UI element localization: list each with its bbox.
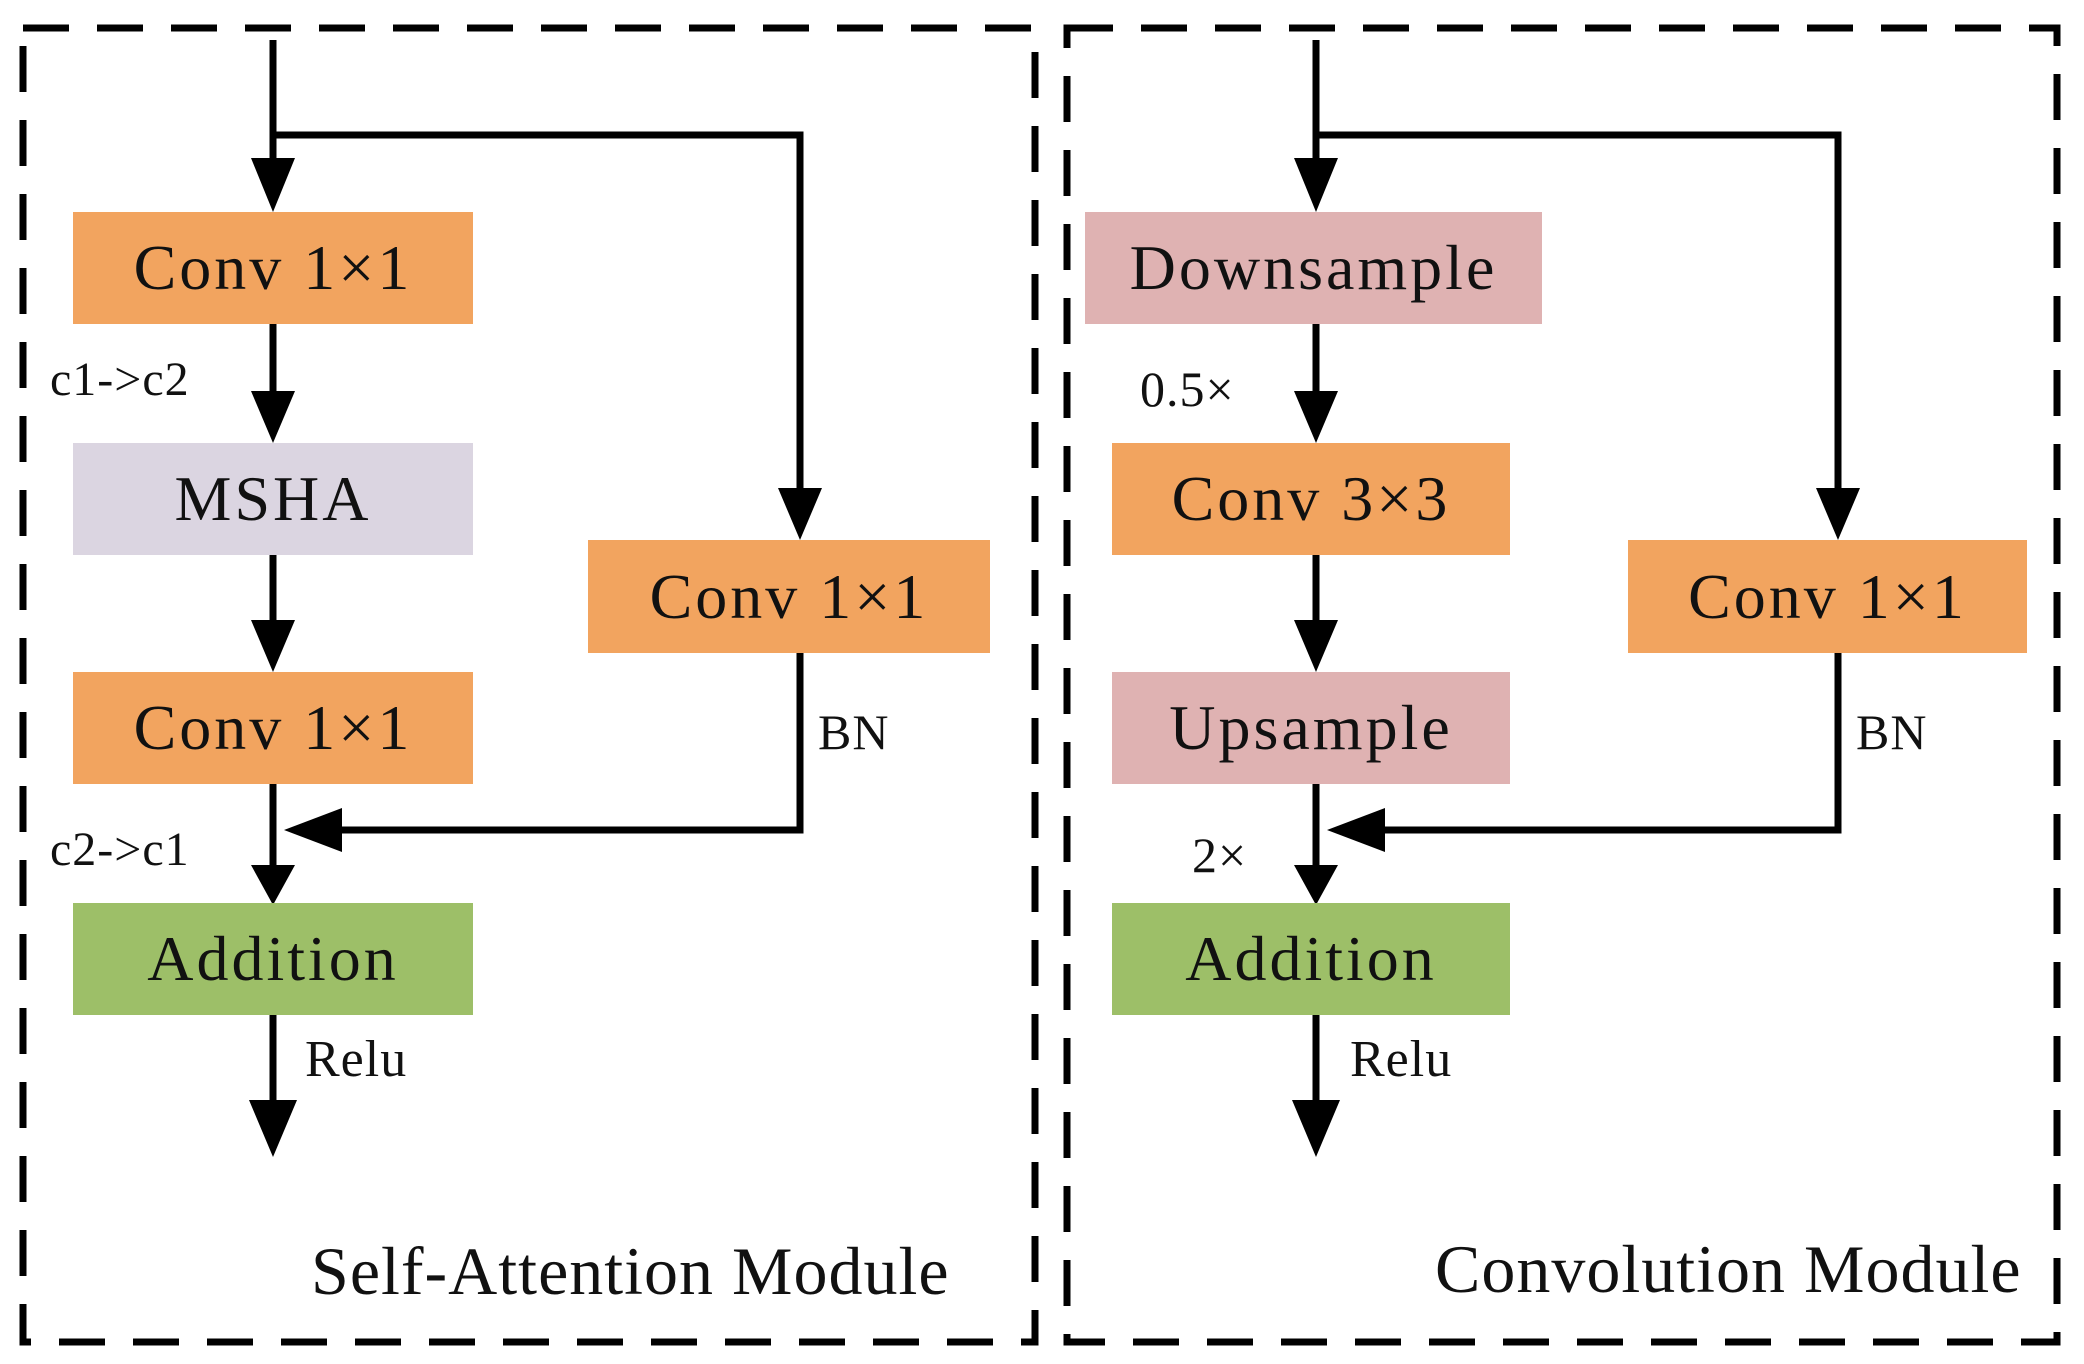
right-conv3x3-arrowhead	[1294, 391, 1338, 443]
left-entry-arrowhead	[251, 158, 295, 212]
left-msha-arrowhead	[251, 391, 295, 443]
c2-to-c1-label: c2->c1	[50, 823, 190, 876]
right-entry-arrowhead	[1294, 158, 1338, 212]
right-output-arrowhead	[1292, 1100, 1340, 1157]
downsample-box: Downsample	[1085, 212, 1542, 324]
right-bn-label: BN	[1856, 704, 1928, 760]
c1-to-c2-label: c1->c2	[50, 353, 190, 406]
left-output-arrowhead	[249, 1100, 297, 1157]
left-skip-arrowhead	[778, 488, 822, 540]
right-relu-label: Relu	[1350, 1031, 1453, 1088]
left-panel-wires	[269, 40, 804, 1102]
msha-box: MSHA	[73, 443, 473, 555]
right-upsample-arrowhead	[1294, 620, 1338, 672]
left-conv2-arrowhead	[251, 620, 295, 672]
left-addition-arrowhead	[251, 865, 295, 905]
left-relu-label: Relu	[305, 1031, 408, 1088]
upscale-factor-label: 2×	[1192, 827, 1248, 883]
left-panel-caption: Self-Attention Module	[311, 1233, 950, 1309]
upsample-box: Upsample	[1112, 672, 1510, 784]
left-skip-branch-line	[273, 131, 804, 490]
right-addition-arrowhead	[1294, 865, 1338, 905]
left-panel-arrowheads	[249, 158, 822, 1157]
conv3x3-box: Conv 3×3	[1112, 443, 1510, 555]
left-bn-label: BN	[818, 704, 890, 760]
right-addition-box: Addition	[1112, 903, 1510, 1015]
right-skip-branch-line	[1316, 131, 1842, 490]
left-addition-box: Addition	[73, 903, 473, 1015]
left-conv1x1-top-box: Conv 1×1	[73, 212, 473, 324]
left-conv1x1-mid-box: Conv 1×1	[73, 672, 473, 784]
right-skip-conv1x1-box: Conv 1×1	[1628, 540, 2027, 653]
convolution-module-border	[1063, 24, 2061, 1346]
left-skip-conv1x1-box: Conv 1×1	[588, 540, 990, 653]
left-merge-arrowhead	[284, 808, 342, 852]
self-attention-module-border	[19, 24, 1039, 1346]
right-panel-wires	[1312, 40, 1842, 1102]
left-skip-to-merge-line	[340, 653, 804, 834]
right-skip-to-merge-line	[1383, 653, 1842, 834]
right-panel-arrowheads	[1292, 158, 1860, 1157]
right-panel-caption: Convolution Module	[1435, 1231, 2022, 1307]
right-merge-arrowhead	[1327, 808, 1385, 852]
right-skip-arrowhead	[1816, 488, 1860, 540]
downscale-factor-label: 0.5×	[1140, 361, 1235, 417]
